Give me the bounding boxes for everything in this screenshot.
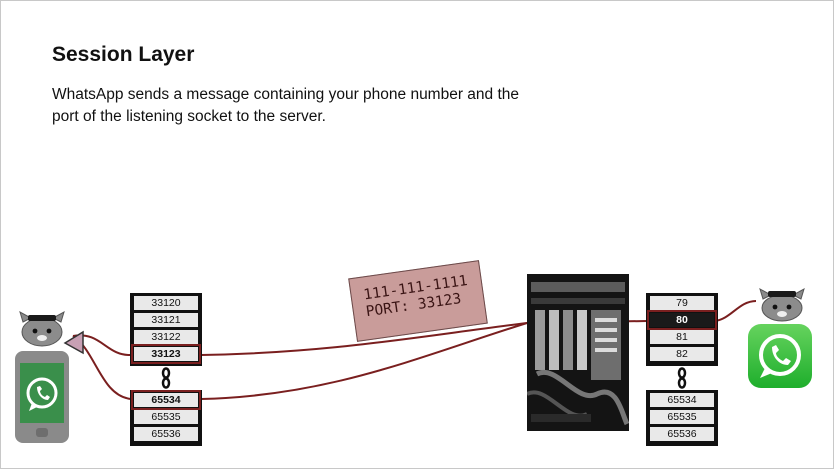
cat-mascot-icon xyxy=(759,287,805,322)
port-cell: 33122 xyxy=(134,330,198,344)
phone-home-button xyxy=(36,428,48,437)
slide-title: Session Layer xyxy=(52,43,195,66)
connection-line-33123 xyxy=(72,320,648,357)
whatsapp-icon xyxy=(26,377,58,411)
port-cell: 81 xyxy=(650,330,714,344)
cat-mascot-icon xyxy=(19,310,65,347)
port-cell: 33121 xyxy=(134,313,198,327)
whatsapp-app-icon xyxy=(748,324,812,388)
server-hardware-icon xyxy=(527,274,629,431)
port-cell-highlighted: 33123 xyxy=(131,344,201,364)
port-cell: 65535 xyxy=(650,410,714,424)
client-port-list-top: 33120 33121 33122 33123 xyxy=(130,293,202,366)
smartphone-icon xyxy=(15,351,69,443)
port-cell-highlighted: 65534 xyxy=(131,390,201,410)
server-rack-image xyxy=(527,274,629,431)
connection-line-server-to-app xyxy=(714,300,757,322)
port-cell: 65536 xyxy=(650,427,714,441)
port-cell: 65535 xyxy=(134,410,198,424)
port-cell: 33120 xyxy=(134,296,198,310)
message-note-text: 111-111-1111 PORT: 33123 xyxy=(363,273,471,321)
chain-link-icon xyxy=(161,367,171,389)
server-port-list-bottom: 65534 65535 65536 xyxy=(646,390,718,446)
whatsapp-icon xyxy=(759,334,801,378)
port-cell: 79 xyxy=(650,296,714,310)
port-cell: 82 xyxy=(650,347,714,361)
client-port-list-bottom: 65534 65535 65536 xyxy=(130,390,202,446)
server-port-list-top: 79 80 81 82 xyxy=(646,293,718,366)
port-cell: 65536 xyxy=(134,427,198,441)
listening-triangle-icon xyxy=(63,330,84,355)
port-cell-highlighted: 80 xyxy=(647,310,717,330)
connection-line-65534 xyxy=(72,322,528,400)
slide-body-text: WhatsApp sends a message containing your… xyxy=(52,86,520,125)
phone-screen xyxy=(20,363,64,423)
chain-link-icon xyxy=(677,367,687,389)
port-cell: 65534 xyxy=(650,393,714,407)
